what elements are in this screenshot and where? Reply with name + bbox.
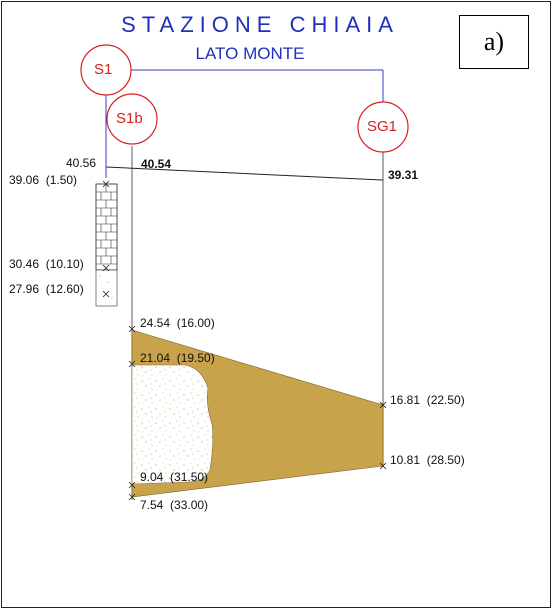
diagram-subtitle: LATO MONTE xyxy=(195,44,305,63)
s1b-level-label: 7.54 (33.00) xyxy=(140,498,209,512)
s1b-name: S1b xyxy=(116,110,143,127)
ground-line xyxy=(105,166,384,181)
s1-name: S1 xyxy=(94,61,113,78)
fill-inclusion xyxy=(131,364,214,485)
s1-level-label: 30.46 (10.10) xyxy=(9,257,84,271)
sg1-level-label: 10.81 (28.50) xyxy=(390,453,465,467)
s1-level-label: 27.96 (12.60) xyxy=(9,282,84,296)
s1-marker xyxy=(80,44,132,96)
diagram-title: STAZIONE CHIAIA xyxy=(121,12,399,37)
s1b-level-label: 24.54 (16.00) xyxy=(140,316,215,330)
s1b-level-label: 21.04 (19.50) xyxy=(140,351,215,365)
tick-marks xyxy=(102,180,387,501)
s1-top-elevation: 40.56 xyxy=(66,156,97,170)
s1b-marker xyxy=(106,93,158,145)
s1b-level-label: 9.04 (31.50) xyxy=(140,470,209,484)
sg1-top-elevation: 39.31 xyxy=(388,168,419,182)
panel-label: a) xyxy=(459,15,529,69)
sg1-marker xyxy=(357,101,409,153)
s1-masonry-column xyxy=(95,183,118,307)
s1-level-label: 39.06 (1.50) xyxy=(9,173,78,187)
sg1-level-label: 16.81 (22.50) xyxy=(390,393,465,407)
s1b-top-elevation: 40.54 xyxy=(141,157,172,171)
sg1-name: SG1 xyxy=(367,118,398,135)
